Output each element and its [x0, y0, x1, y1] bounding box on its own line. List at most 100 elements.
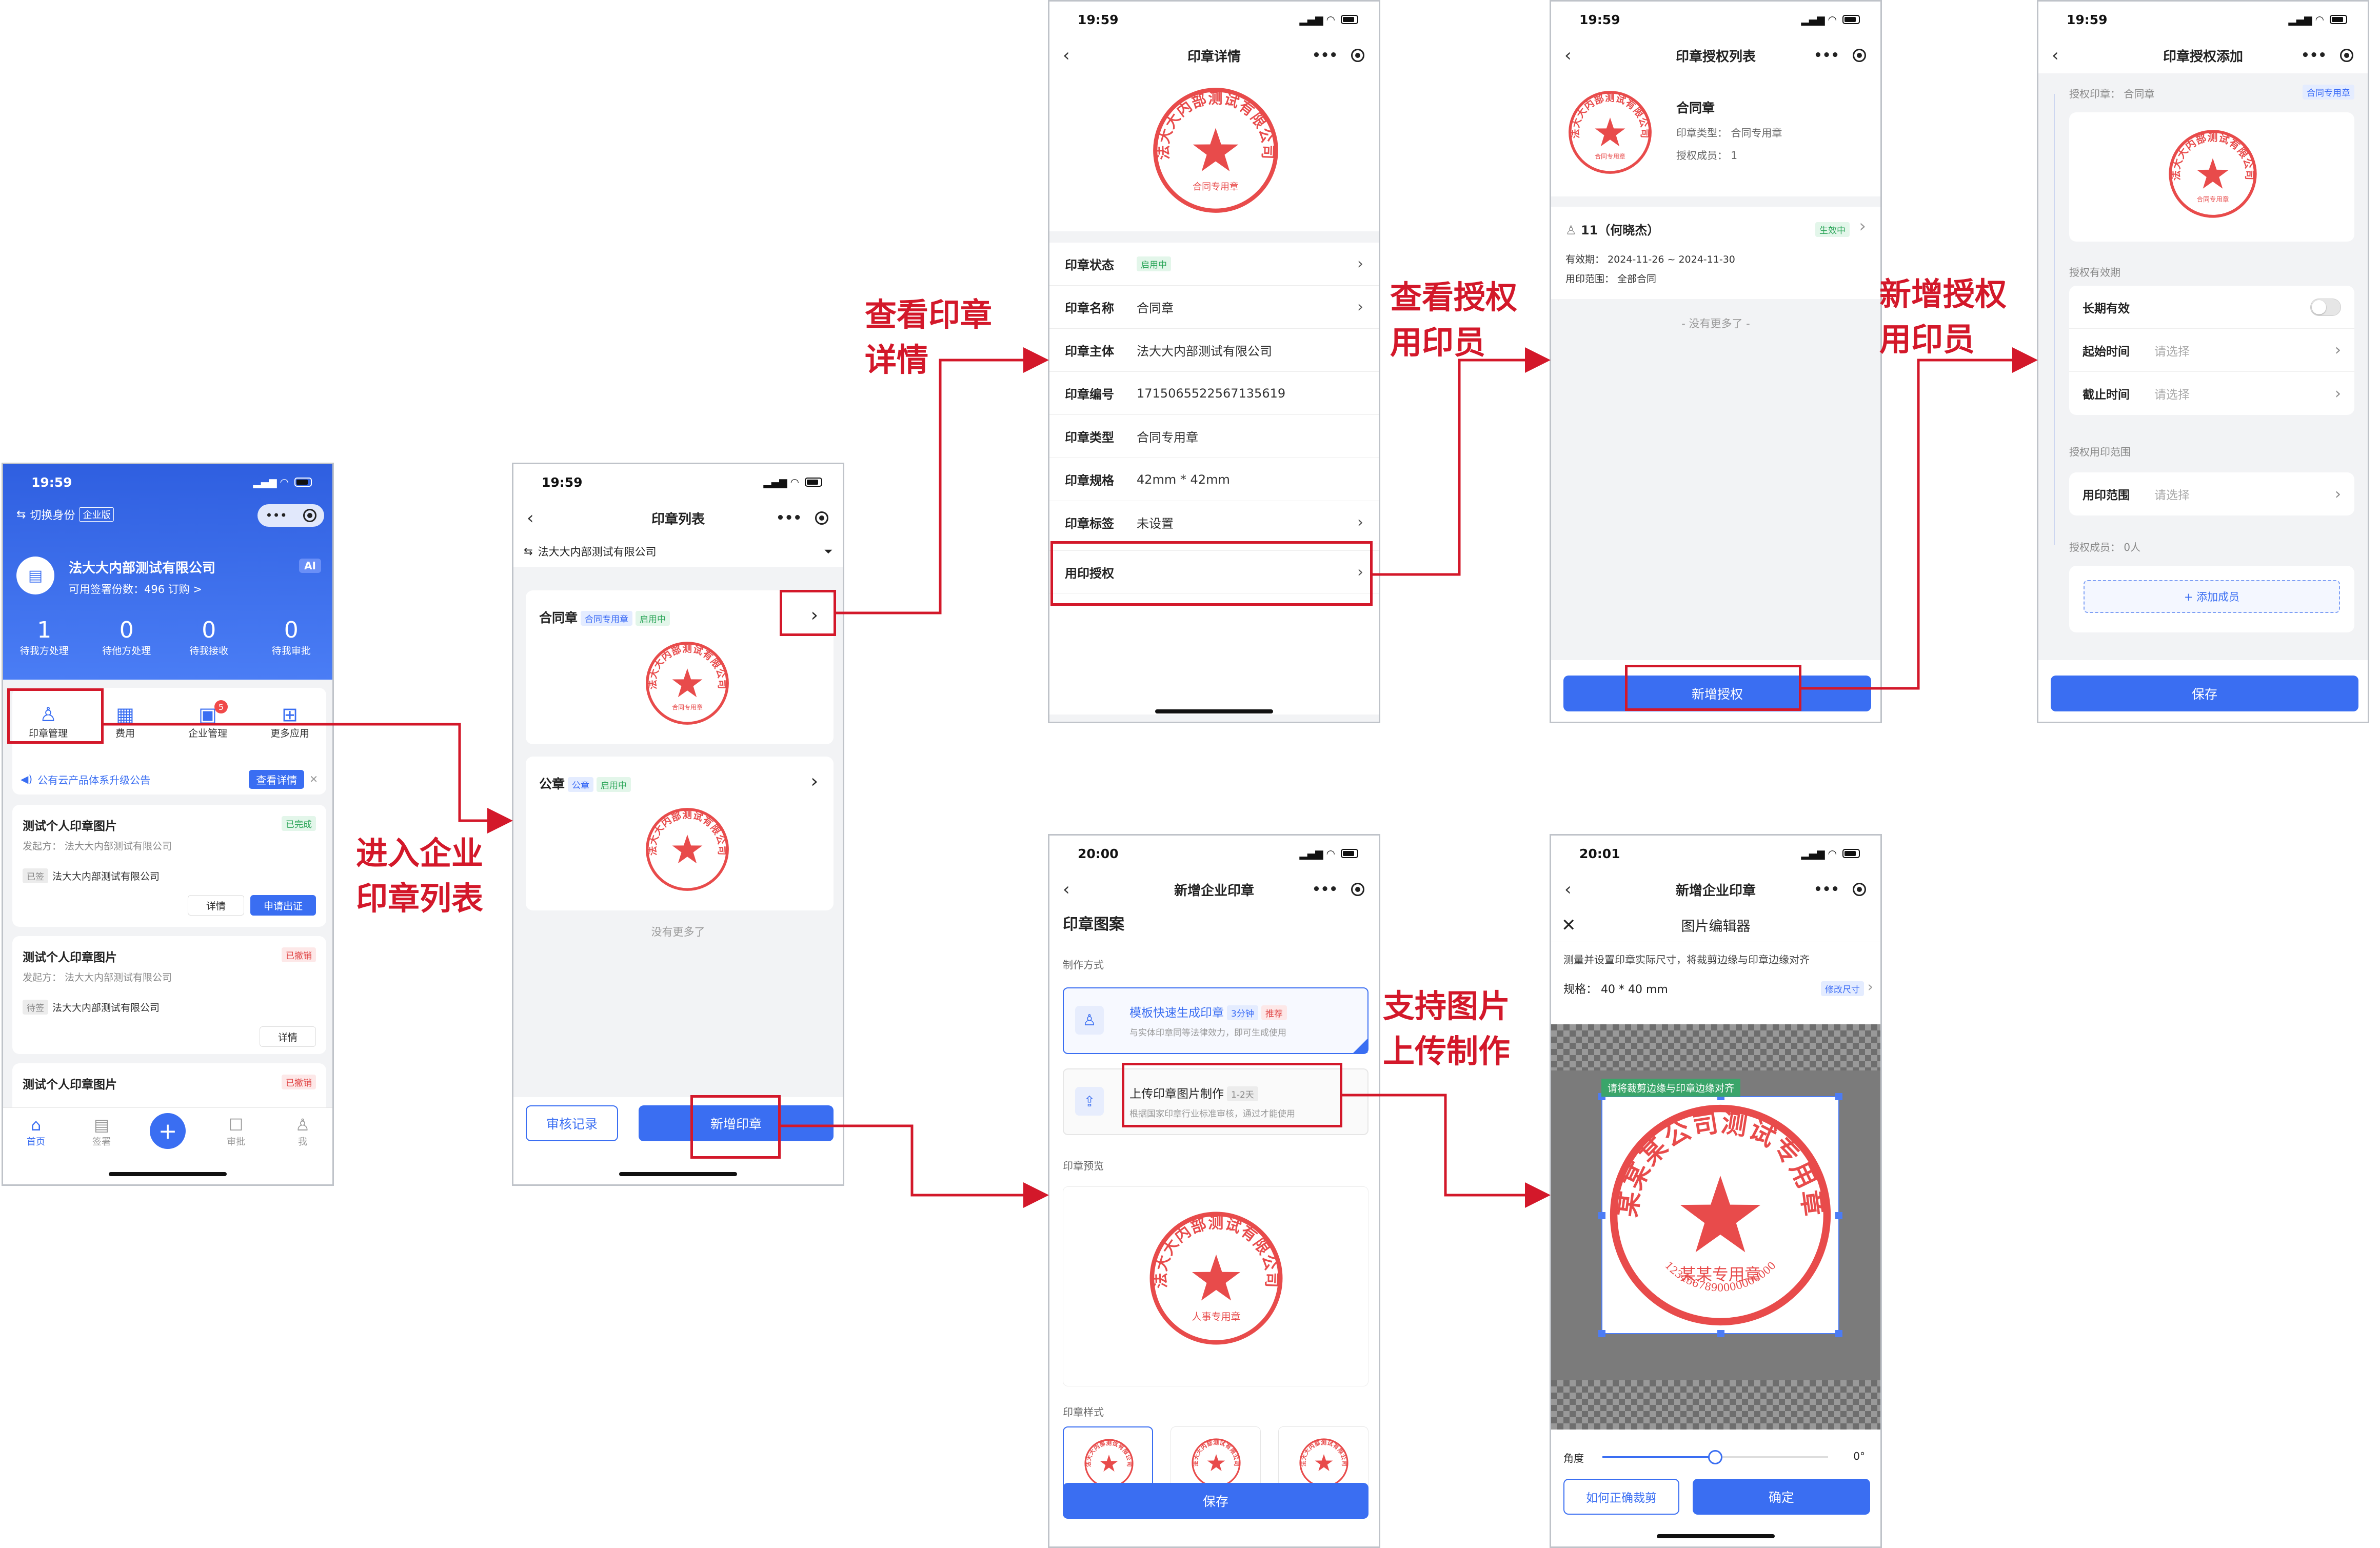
more-icon[interactable]: •••: [776, 510, 802, 526]
capsule[interactable]: •••: [257, 504, 324, 527]
seal-stamp: 法大大内部测试有限公司合同专用章: [1150, 85, 1281, 216]
close-mini-icon[interactable]: [303, 509, 316, 522]
close-mini-icon[interactable]: [2340, 49, 2353, 62]
apply-cert-button[interactable]: 申请出证: [250, 895, 316, 916]
scope-row[interactable]: 用印范围请选择›: [2069, 472, 2354, 515]
back-icon[interactable]: ‹: [2052, 45, 2059, 66]
app-seal-management[interactable]: ♙印章管理: [23, 703, 74, 740]
close-mini-icon[interactable]: [815, 511, 828, 525]
add-seal-button[interactable]: 新增印章: [639, 1105, 834, 1141]
user-icon: ♙: [1565, 223, 1577, 237]
close-mini-icon[interactable]: [1351, 49, 1364, 62]
row-name[interactable]: 印章名称合同章›: [1049, 286, 1379, 329]
save-button[interactable]: 保存: [1063, 1483, 1369, 1519]
more-icon[interactable]: •••: [265, 508, 287, 523]
tab-me[interactable]: ♙我: [282, 1115, 323, 1148]
close-mini-icon[interactable]: [1351, 883, 1364, 896]
more-icon[interactable]: •••: [1814, 882, 1839, 897]
seal-label: 授权印章： 合同章: [2069, 88, 2155, 100]
chevron-right-icon[interactable]: ›: [810, 605, 818, 626]
more-icon[interactable]: •••: [1814, 48, 1839, 63]
save-button[interactable]: 保存: [2051, 676, 2358, 711]
company-avatar: ▤: [16, 557, 54, 594]
start-time-row[interactable]: 起始时间请选择›: [2069, 329, 2354, 372]
switch-identity[interactable]: ⇆切换身份 企业版: [16, 506, 114, 523]
ai-badge[interactable]: AI: [299, 559, 321, 573]
close-mini-icon[interactable]: [1853, 883, 1866, 896]
close-icon[interactable]: ✕: [1561, 915, 1576, 936]
tab-approve[interactable]: ☐审批: [215, 1115, 256, 1148]
back-icon[interactable]: ‹: [527, 508, 534, 528]
seal-card-2[interactable]: 公章公章启用中 › 法大大内部测试有限公司: [526, 757, 834, 910]
more-icon[interactable]: •••: [2301, 48, 2327, 63]
annotation-add-auth: 新增授权用印员: [1879, 275, 2007, 359]
style-option-1[interactable]: 法大大内部测试有限公司: [1063, 1426, 1153, 1493]
sign-count[interactable]: 可用签署份数：496 订购 >: [69, 583, 203, 596]
seal-person-icon: ♙: [1075, 1006, 1104, 1035]
seal-name: 合同章: [1676, 101, 1715, 115]
back-icon[interactable]: ‹: [1063, 879, 1070, 900]
switch-label: 切换身份: [30, 509, 75, 522]
highlight-seal-management: [7, 688, 104, 744]
app-more[interactable]: ⊞更多应用: [262, 703, 318, 740]
doc-card-1[interactable]: 测试个人印章图片 已完成 发起方： 法大大内部测试有限公司 已签法大大内部测试有…: [12, 805, 326, 927]
back-icon[interactable]: ‹: [1564, 879, 1572, 900]
tab-sign[interactable]: ▤签署: [81, 1115, 122, 1148]
seal-preview: 法大大内部测试有限公司合同专用章: [2069, 112, 2354, 242]
doc-title: 测试个人印章图片: [23, 820, 117, 833]
angle-fill: [1602, 1456, 1715, 1458]
member-card[interactable]: ♙ 11（何晓杰） 生效中 › 有效期： 2024-11-26 ~ 2024-1…: [1551, 207, 1880, 299]
long-term-row[interactable]: 长期有效: [2069, 286, 2354, 329]
close-icon[interactable]: ✕: [309, 773, 318, 785]
row-tags[interactable]: 印章标签未设置›: [1049, 501, 1379, 544]
doc-card-2[interactable]: 测试个人印章图片 已撤销 发起方： 法大大内部测试有限公司 待签法大大内部测试有…: [12, 936, 326, 1054]
row-status[interactable]: 印章状态启用中›: [1049, 243, 1379, 286]
stamp-graphic: 法大大内部测试有限公司: [646, 808, 729, 891]
add-member-button[interactable]: + 添加成员: [2084, 580, 2340, 613]
app-fees[interactable]: ▦费用: [100, 703, 151, 740]
audit-record-button[interactable]: 审核记录: [526, 1105, 618, 1141]
home-indicator: [109, 1172, 227, 1176]
selected-corner: [1353, 1039, 1367, 1053]
no-more: 没有更多了: [651, 926, 705, 938]
style-label: 印章样式: [1063, 1406, 1104, 1418]
crop-help-button[interactable]: 如何正确裁剪: [1563, 1479, 1679, 1515]
back-icon[interactable]: ‹: [1564, 45, 1572, 66]
chevron-right-icon[interactable]: ›: [810, 771, 818, 792]
row-type: 印章类型合同专用章: [1049, 415, 1379, 458]
close-mini-icon[interactable]: [1853, 49, 1866, 62]
detail-button[interactable]: 详情: [188, 895, 244, 916]
resize-button[interactable]: 修改尺寸: [1821, 981, 1864, 996]
long-term-toggle[interactable]: [2310, 298, 2341, 316]
more-icon[interactable]: •••: [1312, 48, 1338, 63]
row-seal-authorization[interactable]: 用印授权›: [1049, 550, 1379, 593]
seal-tag: 合同专用章: [2303, 85, 2354, 100]
nav-bar: ‹印章授权添加•••: [2038, 37, 2368, 73]
detail-button[interactable]: 详情: [260, 1026, 316, 1047]
style-option-2[interactable]: 法大大内部测试有限公司: [1171, 1426, 1261, 1493]
tab-add-button[interactable]: +: [150, 1113, 186, 1149]
angle-slider[interactable]: [1602, 1450, 1828, 1464]
seal-card-1[interactable]: 合同章合同专用章启用中 › 法大大内部测试有限公司合同专用章: [526, 590, 834, 744]
doc-card-3[interactable]: 测试个人印章图片 已撤销: [12, 1063, 326, 1115]
confirm-button[interactable]: 确定: [1693, 1479, 1870, 1515]
more-icon[interactable]: •••: [1312, 882, 1338, 897]
filter-icon[interactable]: ⏷: [824, 545, 832, 558]
angle-thumb[interactable]: [1708, 1450, 1722, 1464]
tab-home[interactable]: ⌂首页: [15, 1115, 56, 1148]
end-time-row[interactable]: 截止时间请选择›: [2082, 384, 2341, 403]
back-icon[interactable]: ‹: [1063, 45, 1070, 66]
home-indicator: [1657, 1534, 1775, 1538]
notice-detail-button[interactable]: 查看详情: [249, 769, 305, 789]
